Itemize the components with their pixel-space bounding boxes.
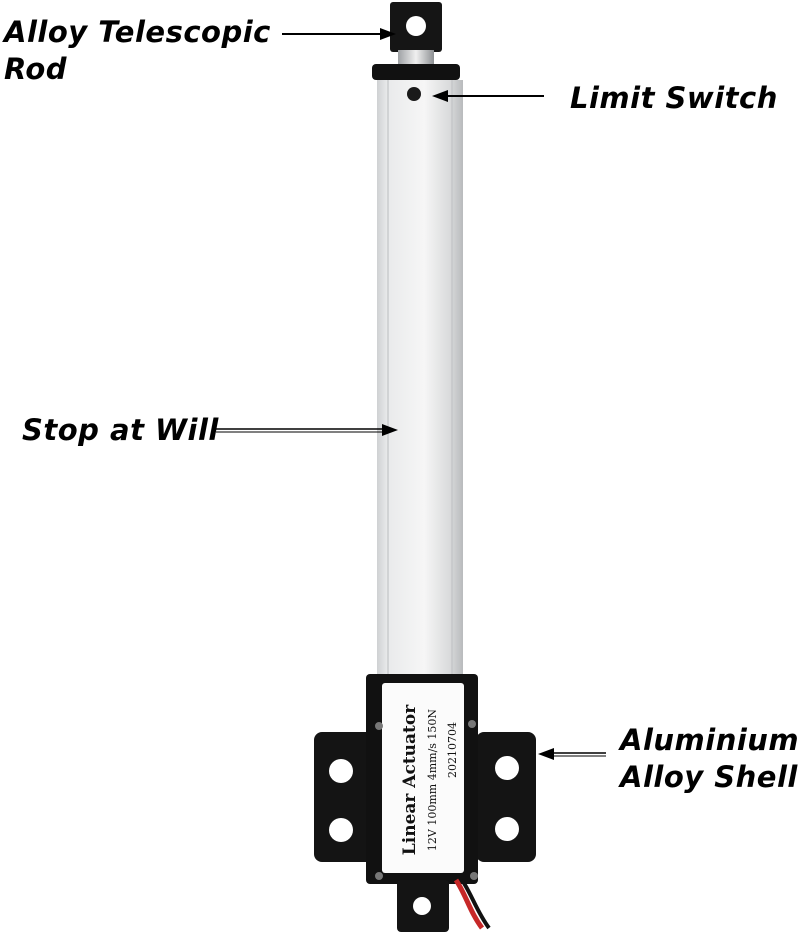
callout-limit-switch: Limit Switch xyxy=(570,81,778,115)
callout-aluminium-shell: Aluminium Alloy Shell xyxy=(620,723,800,794)
tube-end-cap xyxy=(372,64,460,80)
product-label-code: 20210704 xyxy=(446,722,459,778)
product-label-title: Linear Actuator xyxy=(400,704,420,855)
arrow-stop xyxy=(216,424,398,436)
product-label: Linear Actuator 12V 100mm 4mm/s 150N 202… xyxy=(400,704,459,855)
motor-housing xyxy=(366,674,478,884)
telescopic-rod xyxy=(390,2,442,66)
mounting-bracket-right xyxy=(476,732,536,862)
product-label-spec: 12V 100mm 4mm/s 150N xyxy=(426,709,439,851)
arrow-rod xyxy=(282,28,396,40)
callout-stop-at-will: Stop at Will xyxy=(22,413,219,447)
aluminium-tube xyxy=(377,80,463,675)
bottom-clevis xyxy=(397,880,449,932)
power-wires xyxy=(453,878,491,930)
arrow-shell xyxy=(538,748,606,760)
mounting-bracket-left xyxy=(314,732,374,862)
callout-rod: Alloy Telescopic Rod xyxy=(4,15,271,86)
arrow-limit-switch xyxy=(432,90,544,102)
limit-switch-dot xyxy=(407,87,421,101)
